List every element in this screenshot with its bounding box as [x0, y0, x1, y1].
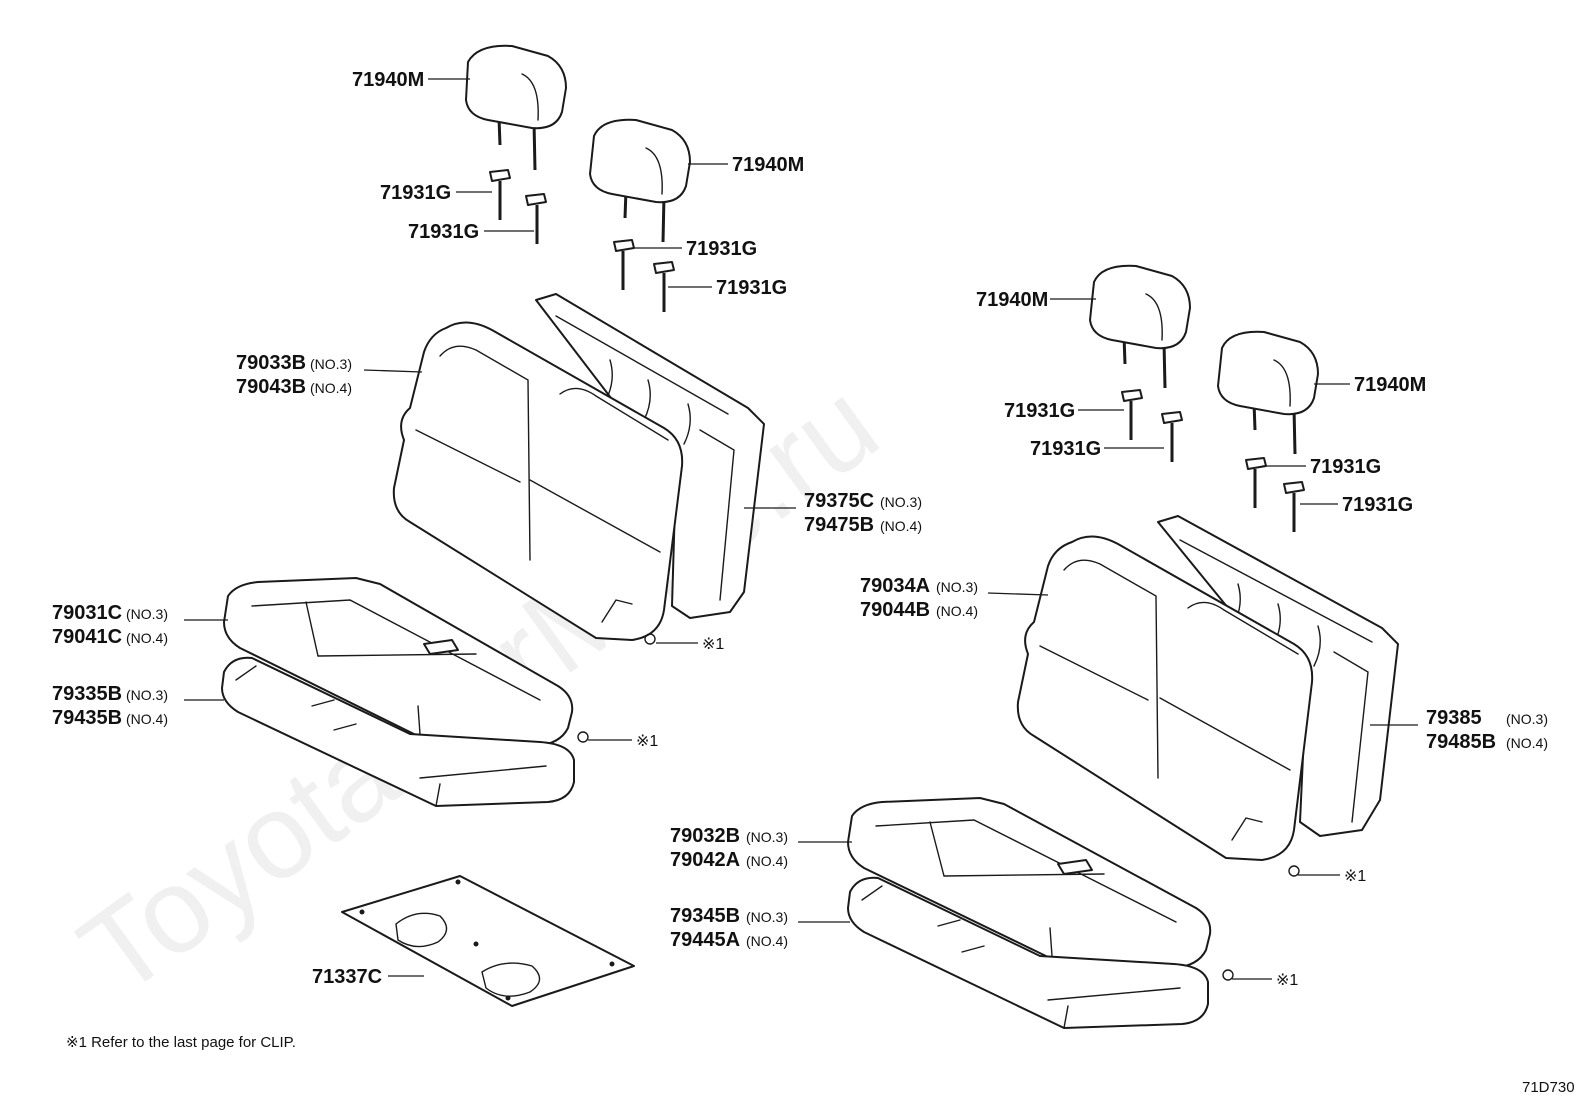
callout-part-number: 79375C	[804, 490, 874, 512]
callout-note: (NO.4)	[746, 853, 788, 869]
headrest-guide-left-3	[613, 239, 635, 290]
callout-part-number: 79032B	[670, 825, 740, 847]
clip-reference: ※1	[636, 733, 658, 750]
callout-part-number: 71931G	[686, 238, 757, 260]
seatback-cover-left	[392, 321, 684, 641]
footnote: ※1 Refer to the last page for CLIP.	[66, 1034, 296, 1051]
callout-part-number: 79041C	[52, 626, 122, 648]
callout-note: (NO.4)	[936, 603, 978, 619]
headrest-guide-right-4	[1283, 481, 1305, 532]
seat-cushion-cover-right	[847, 797, 1212, 969]
callout-part-number: 71940M	[352, 69, 424, 91]
callout-part-number: 71931G	[1342, 494, 1413, 516]
callout-part-number: 79385	[1426, 707, 1482, 729]
callout-note: (NO.3)	[1506, 711, 1548, 727]
callout-part-number: 71940M	[976, 289, 1048, 311]
seatback-cover-right	[1016, 535, 1314, 861]
callout-part-number: 79042A	[670, 849, 740, 871]
callout-note: (NO.3)	[936, 579, 978, 595]
headrest-right-1	[1089, 264, 1191, 389]
callout-note: (NO.4)	[1506, 735, 1548, 751]
headrest-guide-right-2	[1161, 411, 1183, 462]
callout-part-number: 79475B	[804, 514, 874, 536]
callout-note: (NO.4)	[126, 711, 168, 727]
callout-note: (NO.4)	[746, 933, 788, 949]
callout-note: (NO.3)	[880, 494, 922, 510]
callout-note: (NO.3)	[310, 356, 352, 372]
callout-part-number: 71931G	[1004, 400, 1075, 422]
clip-reference: ※1	[702, 636, 724, 653]
callout-part-number: 79485B	[1426, 731, 1496, 753]
callout-note: (NO.3)	[126, 606, 168, 622]
callout-part-number: 79335B	[52, 683, 122, 705]
clip-reference: ※1	[1344, 868, 1366, 885]
seat-cushion-pad-left	[221, 656, 575, 807]
callout-part-number: 79043B	[236, 376, 306, 398]
callout-part-number: 79031C	[52, 602, 122, 624]
callout-labels: 71940M 71931G 71931G 71940M 71931G 71931…	[52, 69, 1548, 989]
callout-note: (NO.3)	[746, 909, 788, 925]
headrest-left-1	[465, 44, 567, 171]
callout-part-number: 79033B	[236, 352, 306, 374]
callout-part-number: 79044B	[860, 599, 930, 621]
seat-cushion-cover-left	[223, 577, 574, 747]
callout-note: (NO.3)	[746, 829, 788, 845]
callout-part-number: 79345B	[670, 905, 740, 927]
callout-part-number: 71931G	[716, 277, 787, 299]
clip-reference: ※1	[1276, 972, 1298, 989]
headrest-right-2	[1217, 330, 1319, 455]
headrest-guide-right-1	[1121, 389, 1143, 440]
callout-note: (NO.4)	[126, 630, 168, 646]
callout-note: (NO.4)	[880, 518, 922, 534]
callout-part-number: 79034A	[860, 575, 930, 597]
callout-part-number: 71940M	[732, 154, 804, 176]
callout-part-number: 71931G	[1310, 456, 1381, 478]
callout-part-number: 79435B	[52, 707, 122, 729]
callout-part-number: 71337C	[312, 966, 382, 988]
floor-panel-left	[341, 875, 635, 1007]
callout-part-number: 79445A	[670, 929, 740, 951]
diagram-code: 71D730	[1522, 1079, 1575, 1096]
headrest-left-2	[589, 118, 691, 243]
leader-lines	[184, 78, 1418, 980]
callout-note: (NO.3)	[126, 687, 168, 703]
headrest-guide-left-4	[653, 261, 675, 312]
callout-part-number: 71931G	[380, 182, 451, 204]
headrest-guide-left-2	[525, 193, 547, 244]
callout-note: (NO.4)	[310, 380, 352, 396]
headrest-guide-left-1	[489, 169, 511, 220]
callout-part-number: 71931G	[408, 221, 479, 243]
callout-part-number: 71940M	[1354, 374, 1426, 396]
seat-cushion-pad-right	[847, 876, 1209, 1029]
callout-part-number: 71931G	[1030, 438, 1101, 460]
